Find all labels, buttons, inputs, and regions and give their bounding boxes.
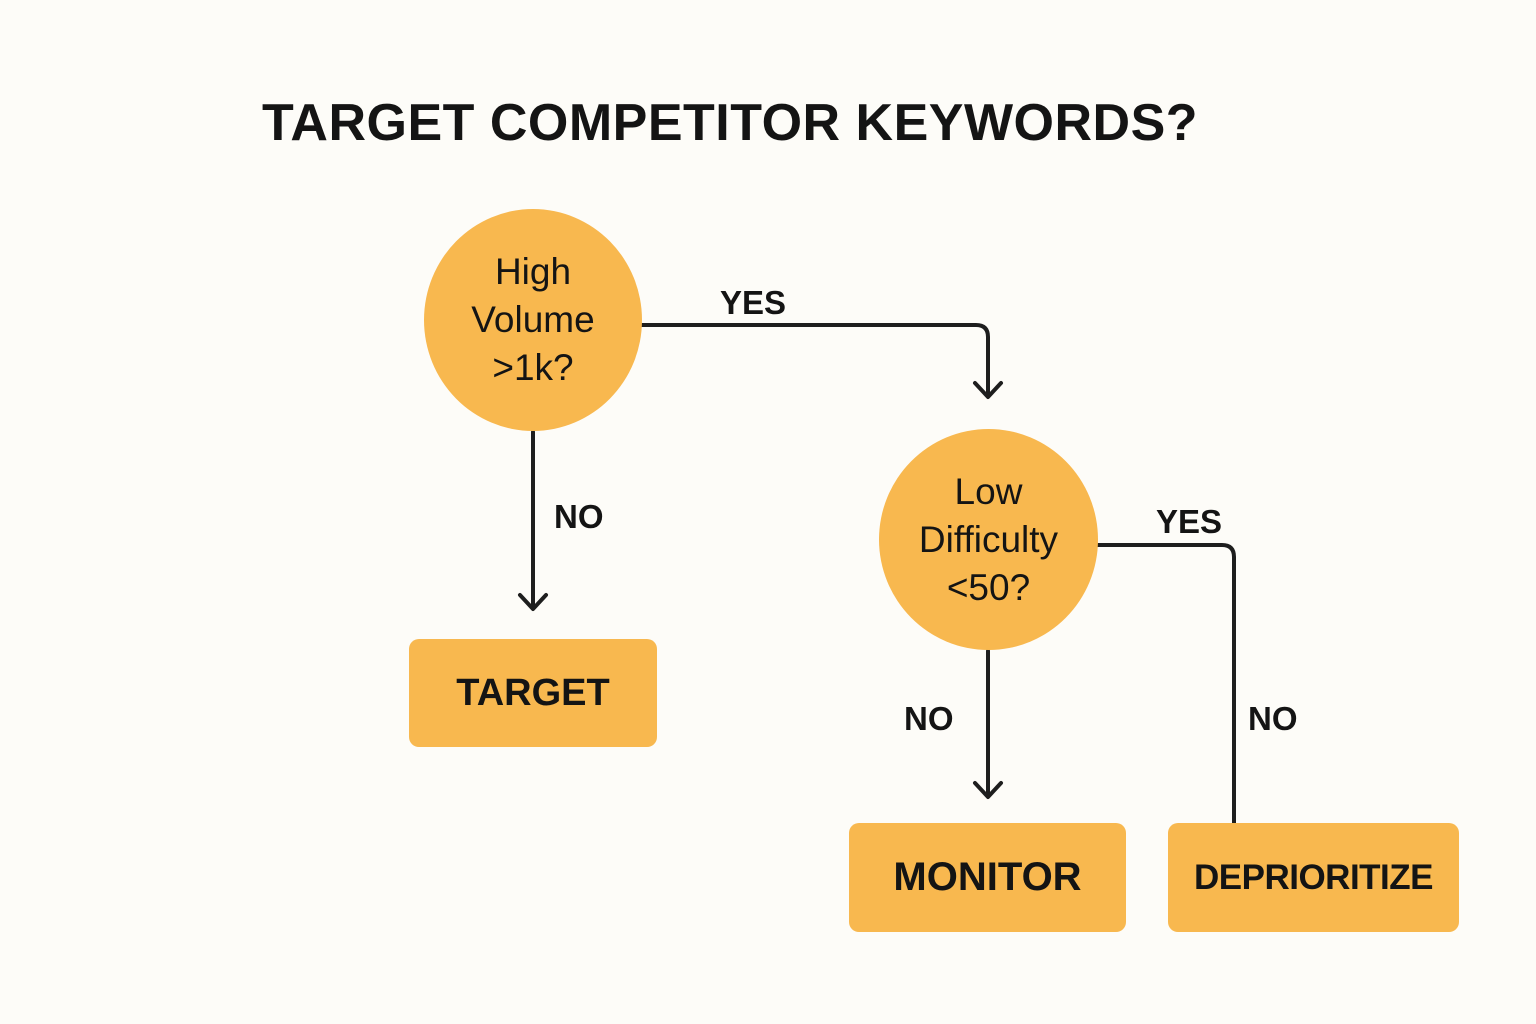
decision-low-difficulty: Low Difficulty <50? — [879, 429, 1098, 650]
arrowhead-volume-yes — [973, 381, 1003, 399]
outcome-target: TARGET — [409, 639, 657, 747]
arrowhead-volume-no — [518, 593, 548, 611]
arrowhead-difficulty-no — [973, 781, 1003, 799]
connector-difficulty-yes — [1096, 543, 1236, 825]
page-title: TARGET COMPETITOR KEYWORDS? — [262, 94, 1199, 152]
edge-label-volume-yes: YES — [720, 284, 787, 321]
decision-low-difficulty-label: Low Difficulty <50? — [918, 470, 1059, 608]
edge-label-volume-no: NO — [554, 498, 604, 535]
edge-label-difficulty-no: NO — [904, 700, 954, 737]
decision-high-volume: High Volume >1k? — [424, 209, 642, 431]
connector-volume-yes — [640, 323, 990, 397]
edge-label-deprioritize-no: NO — [1248, 700, 1298, 737]
outcome-monitor: MONITOR — [849, 823, 1126, 932]
decision-high-volume-label: High Volume >1k? — [471, 251, 595, 388]
edge-label-difficulty-yes: YES — [1156, 503, 1223, 540]
outcome-deprioritize: DEPRIORITIZE — [1168, 823, 1459, 932]
